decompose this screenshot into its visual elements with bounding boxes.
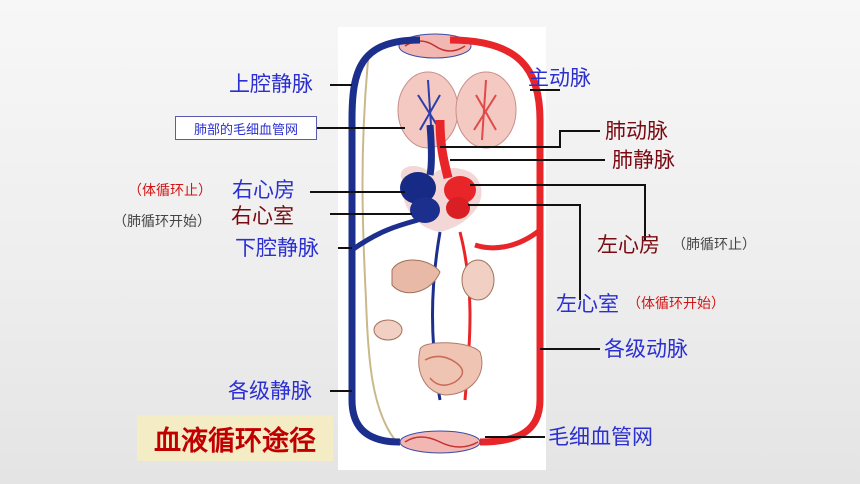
- label-lung-capillaries: 肺部的毛细血管网: [175, 116, 317, 140]
- systemic-vein-loop: [348, 36, 421, 446]
- note-left-ventricle: （体循环开始）: [627, 296, 725, 312]
- label-capillaries: 毛细血管网: [548, 425, 653, 449]
- organs: [373, 259, 495, 396]
- label-right-atrium: 右心房: [232, 178, 295, 202]
- label-left-atrium: 左心房: [597, 233, 660, 257]
- inferior-vena-cava-branch: [350, 217, 419, 253]
- artery-branch: [474, 228, 542, 251]
- label-right-ventricle: 右心室: [231, 204, 294, 228]
- heart: [400, 119, 482, 232]
- diagram-title: 血液循环途径: [137, 415, 333, 461]
- pointer-lines: [310, 84, 646, 438]
- label-arteries: 各级动脉: [604, 337, 688, 361]
- note-left-atrium: （肺循环止）: [672, 237, 756, 253]
- label-superior-vena-cava: 上腔静脉: [229, 72, 313, 96]
- label-left-ventricle: 左心室: [556, 292, 619, 316]
- note-right-ventricle: （肺循环开始）: [113, 214, 211, 230]
- bottom-capillary-net: [399, 430, 481, 454]
- label-inferior-vena-cava: 下腔静脉: [235, 236, 319, 260]
- lymph-duct: [361, 59, 396, 441]
- note-right-atrium: （体循环止）: [128, 183, 212, 199]
- label-aorta: 主动脉: [528, 66, 591, 90]
- label-veins: 各级静脉: [228, 379, 312, 403]
- label-pulmonary-vein: 肺静脉: [612, 148, 675, 172]
- label-pulmonary-artery: 肺动脉: [605, 119, 668, 143]
